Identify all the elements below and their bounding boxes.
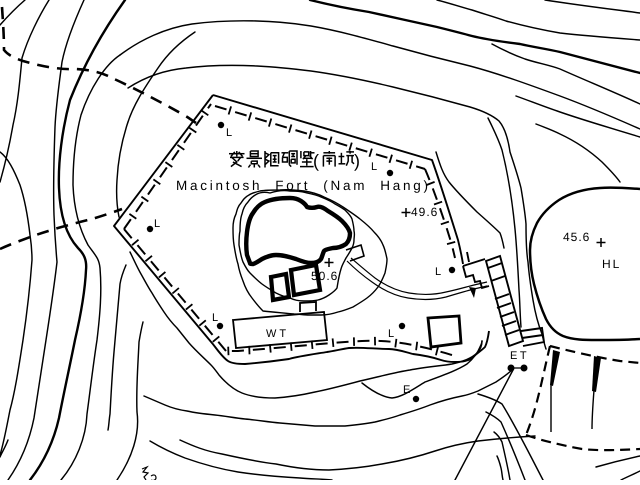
svg-text:WT: WT bbox=[266, 328, 289, 340]
svg-text:L: L bbox=[212, 312, 218, 324]
svg-text:): ) bbox=[354, 151, 360, 171]
svg-text:Macintosh Fort (Nam Hang): Macintosh Fort (Nam Hang) bbox=[176, 178, 431, 193]
svg-text:ET: ET bbox=[510, 350, 529, 362]
svg-text:50.6: 50.6 bbox=[311, 269, 338, 283]
svg-text:L: L bbox=[371, 161, 377, 173]
svg-text:L: L bbox=[435, 266, 441, 278]
svg-text:L: L bbox=[154, 218, 160, 230]
svg-text:HL: HL bbox=[602, 257, 621, 271]
svg-text:L: L bbox=[388, 328, 394, 340]
svg-text:L: L bbox=[226, 127, 232, 139]
svg-text:E: E bbox=[403, 384, 410, 396]
svg-text:49.6: 49.6 bbox=[411, 205, 438, 219]
svg-text:(: ( bbox=[313, 151, 319, 171]
svg-text:45.6: 45.6 bbox=[563, 230, 590, 244]
